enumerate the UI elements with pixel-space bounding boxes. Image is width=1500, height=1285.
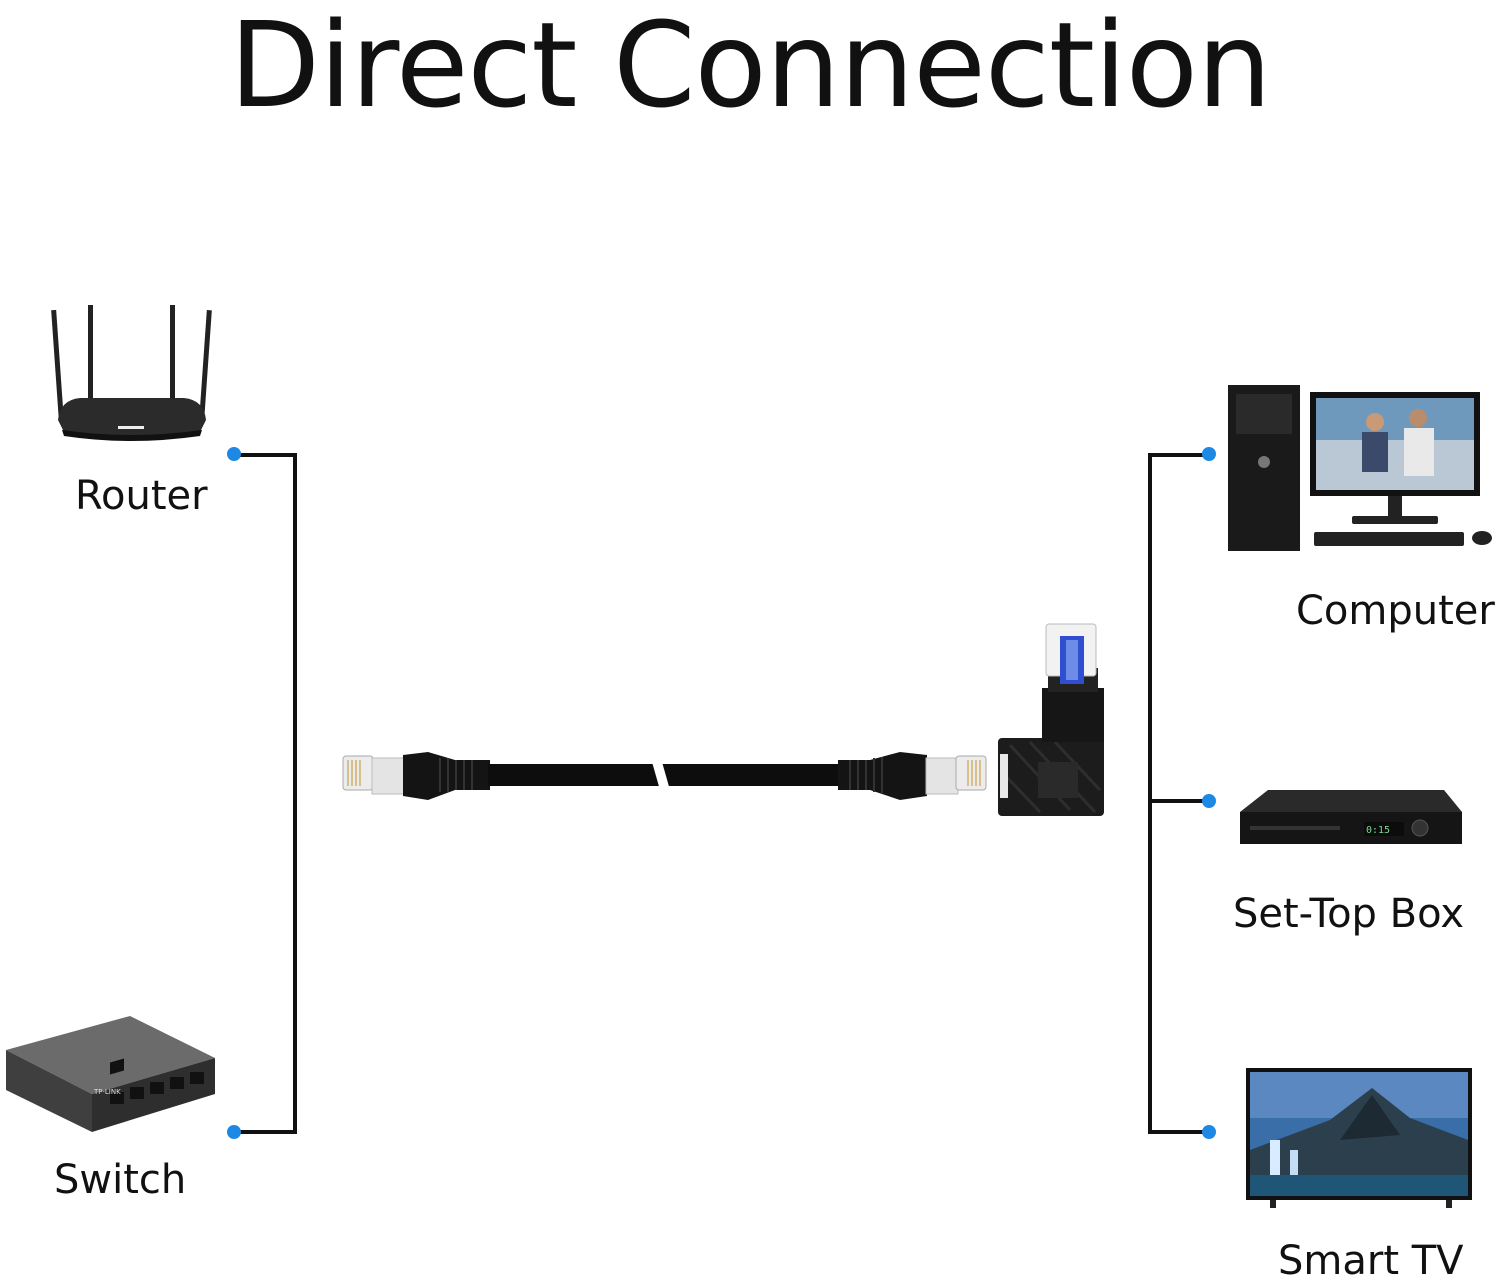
smart-tv-icon <box>1246 1068 1472 1208</box>
router-label: Router <box>75 473 208 519</box>
set-top-box-label: Set-Top Box <box>1233 891 1465 937</box>
ethernet-cable <box>342 752 987 800</box>
computer-port-dot <box>1202 447 1216 461</box>
switch-icon: TP-LINK <box>6 1016 215 1132</box>
set-top-box-port-dot <box>1202 794 1216 808</box>
router-port-dot <box>227 447 241 461</box>
computer-icon <box>1228 385 1492 551</box>
smart-tv-label: Smart TV <box>1278 1238 1464 1284</box>
svg-text:0:15: 0:15 <box>1366 825 1390 836</box>
right-bracket-line <box>1148 453 1208 1134</box>
switch-port-dot <box>227 1125 241 1139</box>
set-top-box-icon: 0:15 <box>1240 790 1462 844</box>
router-icon <box>51 305 212 441</box>
smart-tv-port-dot <box>1202 1125 1216 1139</box>
computer-label: Computer <box>1296 588 1495 634</box>
diagram-title: Direct Connection <box>229 0 1272 134</box>
switch-brand-label: TP-LINK <box>93 1088 121 1096</box>
left-bracket-line <box>236 453 297 1134</box>
switch-label: Switch <box>54 1157 187 1203</box>
right-angle-adapter <box>998 623 1104 816</box>
